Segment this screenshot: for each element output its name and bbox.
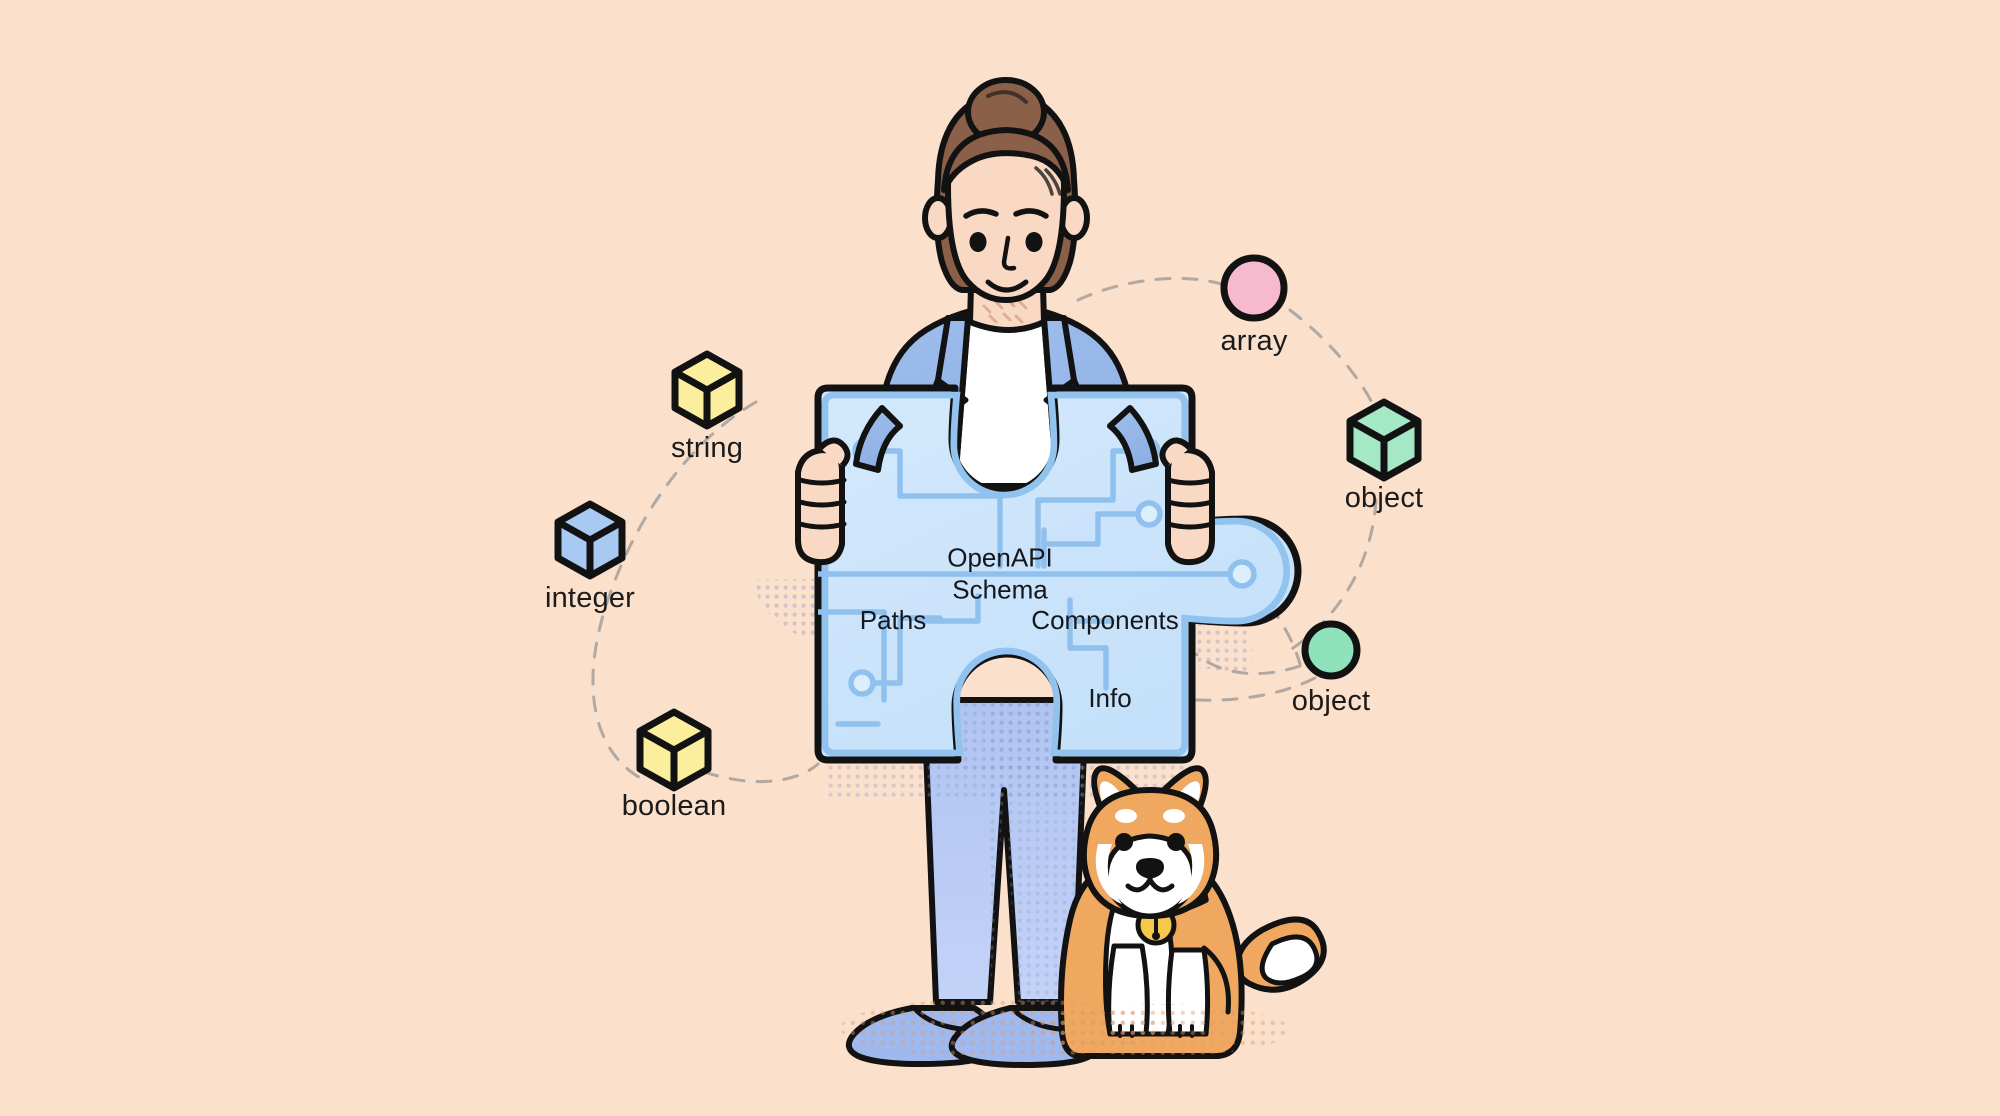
left-hand: [795, 437, 851, 566]
type-icons: [554, 254, 1422, 792]
puzzle-center-label: OpenAPI Schema: [947, 542, 1053, 605]
integer-cube-icon: [554, 500, 626, 580]
person-arms: [795, 405, 1215, 566]
type-label-boolean: boolean: [621, 790, 727, 822]
object-circle-icon: [1301, 620, 1361, 680]
type-label-array: array: [1220, 325, 1288, 357]
type-label-object-cube: object: [1344, 482, 1424, 514]
puzzle-node-paths: Paths: [859, 605, 927, 636]
object-cube-icon: [1346, 398, 1422, 482]
type-label-object-circle: object: [1291, 685, 1371, 717]
string-cube-icon: [671, 350, 743, 430]
puzzle-center-line2: Schema: [952, 574, 1048, 604]
person-head: [922, 77, 1090, 303]
puzzle-node-components: Components: [1031, 605, 1179, 636]
boolean-cube-icon: [636, 708, 712, 792]
puzzle-node-info: Info: [1088, 683, 1132, 714]
ground-shadow: [840, 998, 1290, 1058]
type-label-integer: integer: [544, 582, 636, 614]
puzzle-center-line1: OpenAPI: [947, 542, 1053, 573]
array-circle-icon: [1220, 254, 1288, 322]
right-hand: [1159, 437, 1215, 566]
type-label-string: string: [670, 432, 744, 464]
